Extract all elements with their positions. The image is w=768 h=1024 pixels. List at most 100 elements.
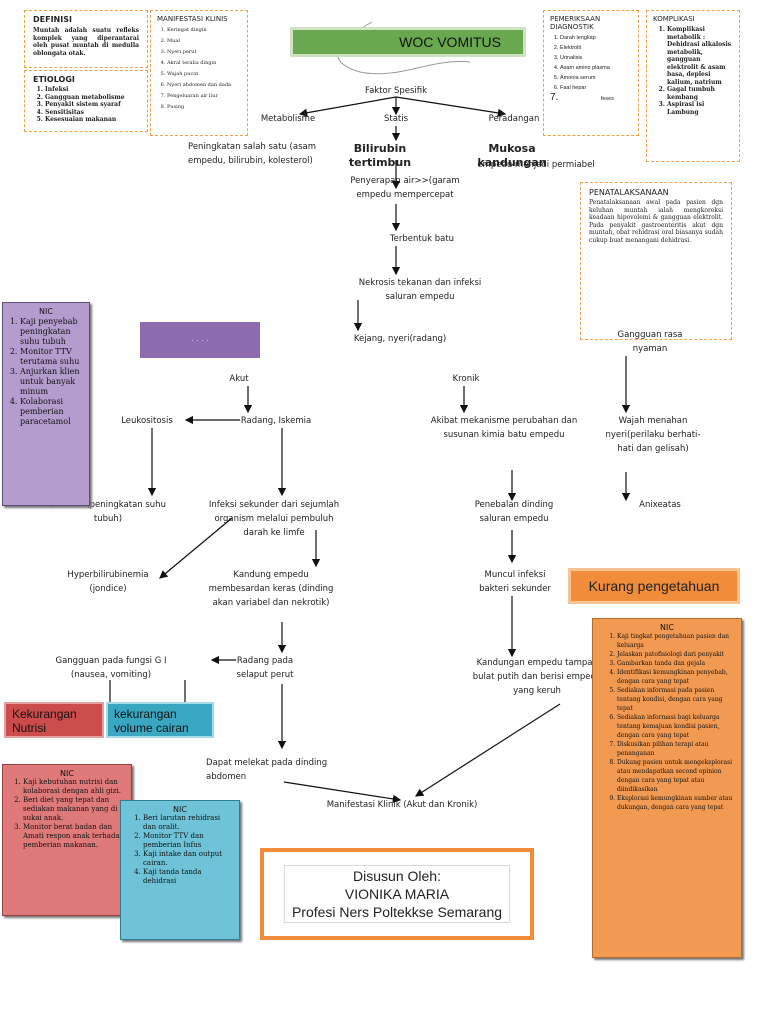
diagnosis-purple-label: · · · · — [191, 335, 209, 345]
node-radang-iskemia: Radang, Iskemia — [240, 416, 312, 426]
node-kejang: Kejang, nyeri(radang) — [353, 334, 447, 344]
node-dapat-melekat: Dapat melekat pada dinding abdomen — [206, 758, 328, 782]
definisi-heading: DEFINISI — [33, 15, 72, 24]
diagnosis-kekurangan-nutrisi-label: Kekurangan Nutrisi — [12, 707, 77, 735]
penatalaksanaan-text: Penatalaksanaan awal pada pasien dgn kel… — [589, 199, 723, 244]
diagnosis-purple-box: · · · · — [140, 322, 260, 358]
nic-demam-item: Kolaborasi pemberian paracetamol — [20, 397, 86, 427]
node-peradangan: Peradangan — [488, 114, 540, 124]
credit-inner: Disusun Oleh: VIONIKA MARIA Profesi Ners… — [284, 865, 510, 923]
manifestasi-item: Keringat dingin — [167, 25, 241, 36]
etiologi-box: ETIOLOGI Infeksi Gangguan metabolisme Pe… — [24, 70, 148, 132]
node-penebalan: Penebalan dinding saluran empedu — [474, 500, 554, 524]
komplikasi-box: KOMPLIKASI Komplikasi metabolik : Dehidr… — [646, 10, 740, 162]
nic-nutrisi-item: Monitor berat badan dan Amati respon ana… — [23, 823, 125, 850]
pemeriksaan-item7-num: 7. — [550, 92, 559, 103]
nic-nutrisi-item: Kaji kebutuhan nutrisi dan kolaborasi de… — [23, 778, 125, 796]
nic-cairan-item: Kaji intake dan output cairan. — [143, 850, 233, 868]
node-manifestasi-klinik: Manifestasi Klinik (Akut dan Kronik) — [326, 800, 478, 810]
node-statis: Statis — [383, 114, 409, 124]
node-gangguan-rasa-nyaman: Gangguan rasa nyaman — [617, 330, 683, 354]
node-hyperbilirubinemia: Hyperbilirubinemia (jondice) — [67, 570, 149, 594]
manifestasi-item: Pusing — [167, 102, 241, 113]
credit-author: VIONIKA MARIA — [344, 886, 450, 902]
node-akut: Akut — [229, 374, 249, 384]
nic-pengetahuan-box: NIC Kaji tingkat pengetahuan pasien dan … — [592, 618, 742, 958]
nic-nutrisi-heading: NIC — [60, 769, 74, 778]
nic-cairan-box: NIC Beri larutan rehidrasi dan oralit. M… — [120, 800, 240, 940]
nic-demam-item: Kaji penyebab peningkatan suhu tubuh — [20, 317, 86, 347]
nic-pengetahuan-item: Identifikasi kemungkinan penyebab, denga… — [617, 668, 735, 686]
etiologi-heading: ETIOLOGI — [33, 75, 75, 84]
nic-pengetahuan-item: Sediakan informasi bagi keluarga tentang… — [617, 713, 735, 740]
node-kandung-empedu: Kandung empedu membesardan keras (dindin… — [208, 570, 334, 608]
node-mukosa: Mukosa kandungan — [477, 142, 547, 169]
node-akibat-mekanisme: Akibat mekanisme perubahan dan susunan k… — [430, 416, 578, 440]
nic-pengetahuan-item: Gambarkan tanda dan gejala — [617, 659, 735, 668]
pemeriksaan-item: Urinalisis — [560, 53, 632, 63]
nic-pengetahuan-item: Sediakan informasi pada pasien tentang k… — [617, 686, 735, 713]
etiologi-item: Kesesuaian makanan — [45, 116, 139, 124]
node-mukosa-sub: empedu menjadi permiabel — [477, 160, 595, 170]
komplikasi-item: Aspirasi isi Lambung — [667, 101, 733, 116]
nic-demam-box: NIC Kaji penyebab peningkatan suhu tubuh… — [2, 302, 90, 506]
komplikasi-heading: KOMPLIKASI — [653, 15, 695, 23]
pemeriksaan-list: Darah lengkap Elektrolit Urinalisis Asam… — [550, 33, 632, 104]
node-wajah-menahan: Wajah menahan nyeri(perilaku berhati-hat… — [605, 416, 701, 454]
manifestasi-item: Nyeri perut — [167, 47, 241, 58]
node-muncul-infeksi: Muncul infeksi bakteri sekunder — [479, 570, 551, 594]
node-metabolisme: Metabolisme — [260, 114, 316, 124]
diagnosis-kekurangan-nutrisi: Kekurangan Nutrisi — [4, 702, 104, 738]
komplikasi-item: Komplikasi metabolik : Dehidrasi alkalos… — [667, 26, 733, 86]
diagnosis-kurang-pengetahuan: Kurang pengetahuan — [568, 568, 740, 604]
nic-pengetahuan-item: Eksplorasi kemungkinan sumber atau dukun… — [617, 794, 735, 812]
manifestasi-item: Pengeluaran air liur — [167, 91, 241, 102]
manifestasi-item: Wajah pucat — [167, 69, 241, 80]
etiologi-item: Sensitisitas — [45, 109, 139, 117]
etiologi-item: Gangguan metabolisme — [45, 94, 139, 102]
node-faktor-spesifik: Faktor Spesifik — [364, 86, 428, 96]
definisi-box: DEFINISI Muntah adalah suatu refleks kom… — [24, 10, 148, 68]
node-infeksi-sekunder: Infeksi sekunder dari sejumlah organism … — [208, 500, 340, 538]
node-anixeatas: Anixeatas — [639, 500, 681, 510]
nic-pengetahuan-item: Dukung pasien untuk mengeksplorasi atau … — [617, 758, 735, 794]
definisi-text: Muntah adalah suatu refleks komplek yang… — [33, 27, 139, 57]
credit-institution: Profesi Ners Poltekkse Semarang — [291, 904, 503, 920]
nic-pengetahuan-heading: NIC — [660, 623, 674, 632]
manifestasi-item: Akral teraba dingin — [167, 58, 241, 69]
komplikasi-item: Gagal tumbuh kembang — [667, 86, 733, 101]
node-demam: Demam (peningkatan suhu tubuh) — [50, 500, 166, 524]
node-peningkatan: Peningkatan salah satu (asam empedu, bil… — [188, 142, 316, 166]
nic-pengetahuan-item: Kaji tingkat pengetahuan pasien dan kelu… — [617, 632, 735, 650]
manifestasi-item: Nyeri abdomen dan dada — [167, 80, 241, 91]
pemeriksaan-item: Darah lengkap — [560, 33, 632, 43]
nic-demam-heading: NIC — [39, 307, 53, 316]
node-kandungan-tampak: Kandungan empedu tampak bulat putih dan … — [472, 658, 602, 696]
diagnosis-kekurangan-cairan-label: kekurangan volume cairan — [114, 707, 189, 735]
credit-line1: Disusun Oleh: — [353, 868, 441, 884]
nic-pengetahuan-item: Jelaskan patofisiologi dari penyakit — [617, 650, 735, 659]
node-kronik: Kronik — [452, 374, 480, 384]
etiologi-item: Infeksi — [45, 86, 139, 94]
diagnosis-kekurangan-cairan: kekurangan volume cairan — [106, 702, 214, 738]
node-terbentuk-batu: Terbentuk batu — [389, 234, 455, 244]
nic-nutrisi-box: NIC Kaji kebutuhan nutrisi dan kolaboras… — [2, 764, 132, 916]
pemeriksaan-item7-text: feses — [600, 96, 614, 102]
node-nekrosis: Nekrosis tekanan dan infeksi saluran emp… — [358, 278, 482, 302]
node-leukositosis: Leukositosis — [121, 416, 173, 426]
pemeriksaan-item: Asam amino plasma — [560, 63, 632, 73]
etiologi-item: Penyakit sistem syaraf — [45, 101, 139, 109]
pemeriksaan-item: Amonia serum — [560, 73, 632, 83]
page-title: WOC VOMITUS — [399, 34, 501, 50]
komplikasi-list: Komplikasi metabolik : Dehidrasi alkalos… — [653, 26, 733, 116]
nic-demam-item: Anjurkan klien untuk banyak minum — [20, 367, 86, 397]
nic-demam-item: Monitor TTV terutama suhu — [20, 347, 86, 367]
pemeriksaan-box: PEMERIKSAAN DIAGNOSTIK Darah lengkap Ele… — [543, 10, 639, 136]
nic-cairan-item: Kaji tanda tanda dehidrasi — [143, 868, 233, 886]
manifestasi-heading: MANIFESTASI KLINIS — [157, 15, 228, 23]
node-penyerapan: Penyerapan air>>(garam empedu mempercepa… — [350, 176, 460, 200]
nic-nutrisi-item: Beri diet yang tepat dan sediakan makana… — [23, 796, 125, 823]
pemeriksaan-item7: 7. feses — [550, 93, 632, 104]
